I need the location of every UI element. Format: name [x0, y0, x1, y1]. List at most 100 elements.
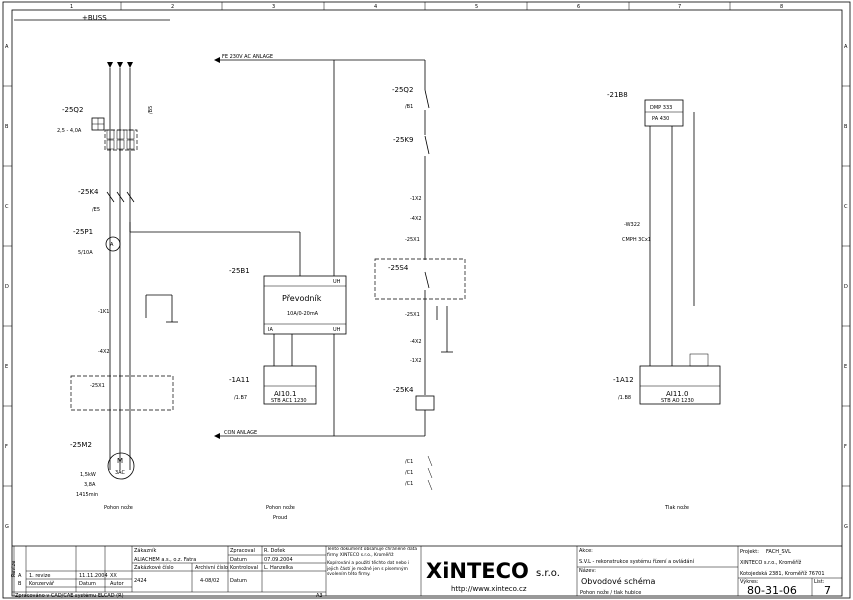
con-arrow [214, 433, 220, 439]
legal-line-2: Kopírování a použití těchto dat nebo i j… [327, 561, 410, 578]
rev-a-text: 1. revize [29, 573, 50, 579]
order-label: Zakázkové číslo [134, 564, 174, 571]
conv-ia: IA [268, 327, 273, 333]
x2a-label: -1X2 [410, 196, 422, 202]
action-label: Akce: [579, 548, 593, 554]
row-g-right: G [844, 524, 848, 530]
k4-ref: /E5 [92, 207, 100, 213]
legal-notice: Tento dokument obsahuje chráněné data fi… [327, 547, 418, 578]
rev-a-date: 11.11.2004 [79, 573, 108, 579]
drawn-value: R. Doťek [264, 548, 285, 554]
a12-ref: /1.B8 [618, 395, 631, 401]
row-d: D [5, 284, 9, 290]
action-value: S.V.L - rekonstrukce systému řízení a ov… [579, 558, 695, 565]
row-f-right: F [844, 444, 847, 450]
row-c-right: C [844, 204, 848, 210]
cad-note: Zpracováno v CAD/CAE systému ELCAD (R) [15, 592, 124, 599]
sheet-size: A3 [316, 593, 323, 599]
col-6: 6 [577, 4, 580, 10]
datum-label-2: Datum [230, 578, 247, 584]
motor-kw: 1,5kW [80, 472, 96, 478]
rev-b-text: Konzervář [29, 580, 55, 587]
w322-label: -W322 [624, 222, 640, 228]
company-logo: XiNTECO [426, 559, 529, 583]
svg-text:A: A [110, 242, 114, 248]
p1-label: -25P1 [73, 228, 93, 236]
datum-label-1: Datum [230, 557, 247, 563]
row-e-right: E [844, 364, 847, 370]
column-ruler: 1 2 3 4 5 6 7 8 [70, 2, 783, 10]
pressure-sensor-box [644, 99, 684, 127]
archive-value: 4-08/02 [200, 578, 219, 584]
rq2-ref: /B1 [405, 104, 413, 110]
ai10-label: AI10.1 [274, 390, 296, 398]
ai11-module [639, 365, 721, 405]
converter-range: 10A/0-20mA [287, 311, 319, 317]
col-7: 7 [678, 4, 681, 10]
phase-arrow-l2 [117, 62, 123, 68]
row-a: A [5, 44, 9, 50]
rev-a: A [18, 573, 22, 579]
c1-a: /C1 [405, 459, 413, 465]
q2-ref: /B5 [148, 106, 154, 114]
sheet-label: List: [814, 579, 825, 585]
motor-m: M [117, 457, 123, 465]
motor-3ac: 3AC [115, 470, 126, 476]
cable-label: CMPH 3Cx1 [622, 237, 651, 243]
con-label: CON ANLAGE [224, 430, 257, 436]
row-d-right: D [844, 284, 848, 290]
row-a-right: A [844, 44, 848, 50]
rev-a-by: XX [110, 573, 117, 579]
a11-label: -1A11 [229, 376, 250, 384]
x1k-label: -1K1 [98, 309, 109, 315]
k9-label: -25K9 [393, 136, 413, 144]
row-b: B [5, 124, 9, 130]
drawn-date: 07.09.2004 [264, 557, 293, 563]
rev-label: Revize [11, 561, 17, 577]
col-1: 1 [70, 4, 73, 10]
drawing-label: Výkres: [740, 578, 759, 585]
q2-range: 2,5 - 4,0A [57, 128, 82, 134]
x1a-label: -25X1 [405, 237, 420, 243]
row-f: F [5, 444, 8, 450]
col-3: 3 [272, 4, 275, 10]
x4-label: -4X2 [98, 349, 110, 355]
s4-label: -25S4 [388, 264, 409, 272]
name-value: Obvodové schéma [581, 576, 656, 586]
control-chain: -25Q2 /B1 -25K9 -1X2 -4X2 -25X1 -25S4 -2… [374, 86, 466, 491]
customer-label: Zákazník [134, 547, 157, 554]
ai10-module [263, 365, 317, 405]
phase-arrow-l3 [127, 62, 133, 68]
a12-label: -1A12 [613, 376, 634, 384]
drawn-label: Zpracoval [230, 548, 255, 554]
row-ruler: A B C D E F G A B C D E F G [3, 44, 850, 530]
row-c: C [5, 204, 9, 210]
archive-label: Archivní číslo [195, 564, 228, 571]
k4-label: -25K4 [78, 188, 99, 196]
col-2: 2 [171, 4, 174, 10]
ai10-sub: STB AC1 1230 [271, 398, 307, 404]
title-block: Revize A B 1. revize Konzervář 11.11.200… [11, 545, 842, 599]
col-8: 8 [780, 4, 783, 10]
x1-label: -25X1 [90, 383, 105, 389]
x2b-label: -4X2 [410, 216, 422, 222]
converter-box [263, 275, 347, 335]
b8-label: -21B8 [607, 91, 628, 99]
a11-ref: /1.B7 [234, 395, 247, 401]
project-label: Projekt: [740, 549, 759, 555]
rev-b: B [18, 581, 22, 587]
buss-label: +BUSS [82, 14, 107, 22]
checked-value: L. Hanzelka [264, 565, 293, 571]
rq2-label: -25Q2 [392, 86, 413, 94]
legal-line-1: Tento dokument obsahuje chráněné data fi… [327, 547, 418, 558]
company-address: Kotojedská 2381, Kroměříž 76701 [740, 570, 825, 577]
phase-arrow-l1 [107, 62, 113, 68]
inner-frame [11, 9, 843, 597]
name-label: Název: [579, 567, 596, 574]
conv-uh-bottom: UH [333, 327, 341, 333]
rk4-label: -25K4 [393, 386, 414, 394]
customer-value: ALIACHEM a.s., o.z. Fatra [134, 557, 196, 563]
